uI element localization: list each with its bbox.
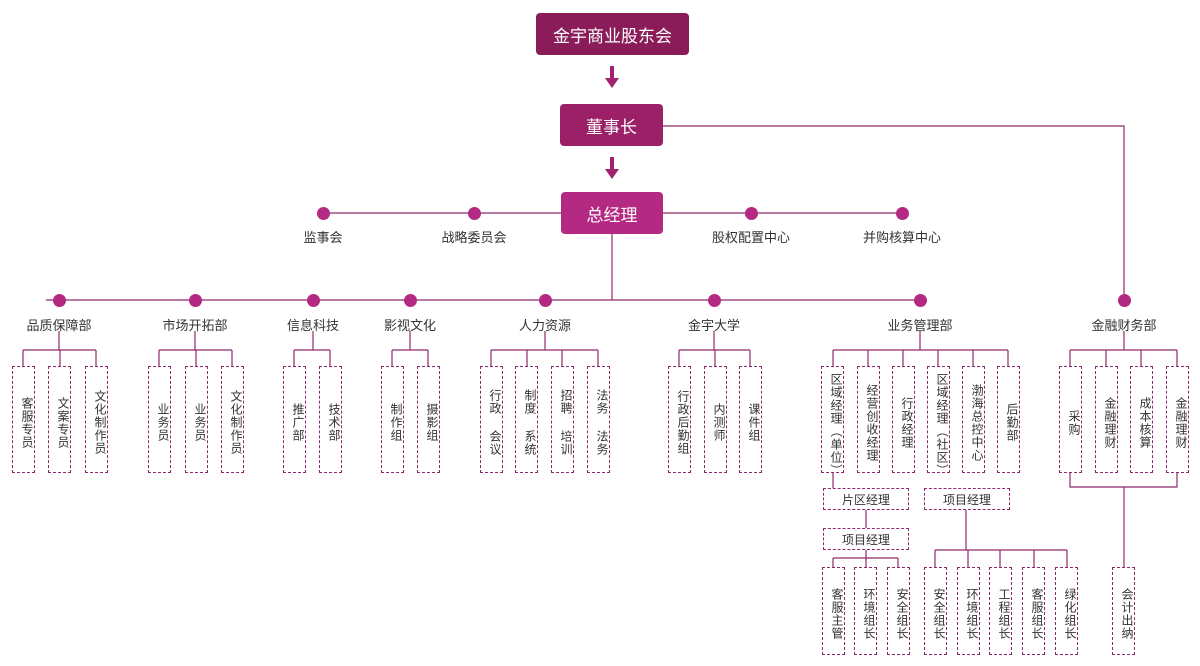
arrow-stem-1: [610, 66, 614, 78]
unit-box: 后勤部: [997, 366, 1020, 473]
chairman-box: 董事长: [560, 104, 663, 146]
unit-box: 课件组: [739, 366, 762, 473]
node-dot: [188, 293, 202, 307]
node-dot: [538, 293, 552, 307]
team-box: 环境组长: [957, 567, 980, 655]
team-box: 环境组长: [854, 567, 877, 655]
dept-quality: 品质保障部: [26, 319, 92, 334]
unit-box: 制度 系统: [515, 366, 538, 473]
dept-business: 业务管理部: [887, 319, 953, 334]
unit-box: 成本核算: [1130, 366, 1153, 473]
dept-hr: 人力资源: [518, 319, 572, 334]
unit-box: 摄影组: [417, 366, 440, 473]
unit-box: 技术部: [319, 366, 342, 473]
arrow-down-icon: [605, 78, 619, 88]
side-label-supervisory: 监事会: [303, 231, 343, 246]
shareholders-box: 金宇商业股东会: [536, 13, 689, 55]
team-box: 安全组长: [924, 567, 947, 655]
team-box: 客服组长: [1022, 567, 1045, 655]
node-dot: [467, 206, 481, 220]
unit-box: 客服专员: [12, 366, 35, 473]
team-box: 安全组长: [887, 567, 910, 655]
general-manager-box: 总经理: [561, 192, 663, 234]
unit-box: 区域经理（单位）: [821, 366, 844, 477]
side-label-merger: 并购核算中心: [862, 231, 942, 246]
arrow-stem-2: [610, 157, 614, 169]
team-box: 客服主管: [822, 567, 845, 655]
node-dot: [316, 206, 330, 220]
dept-finance: 金融财务部: [1091, 319, 1157, 334]
area-manager-box: 片区经理: [823, 488, 909, 510]
project-manager-right-box: 项目经理: [924, 488, 1010, 510]
arrow-down-icon: [605, 169, 619, 179]
dept-film: 影视文化: [383, 319, 437, 334]
unit-box: 业务员: [185, 366, 208, 473]
node-dot: [306, 293, 320, 307]
accounting-box: 会计出纳: [1112, 567, 1135, 655]
side-label-equity: 股权配置中心: [711, 231, 791, 246]
unit-box: 区域经理（社区）: [927, 366, 950, 477]
side-label-strategy: 战略委员会: [441, 231, 507, 246]
unit-box: 金融理财: [1095, 366, 1118, 473]
team-box: 工程组长: [989, 567, 1012, 655]
dept-it: 信息科技: [286, 319, 340, 334]
unit-box: 推广部: [283, 366, 306, 473]
unit-box: 文化制作员: [85, 366, 108, 473]
unit-box: 渤海总控中心: [962, 366, 985, 473]
unit-box: 行政后勤组: [668, 366, 691, 473]
unit-box: 金融理财: [1166, 366, 1189, 473]
node-dot: [52, 293, 66, 307]
unit-box: 内测师: [704, 366, 727, 473]
unit-box: 采购: [1059, 366, 1082, 473]
node-dot: [707, 293, 721, 307]
unit-box: 行政 会议: [480, 366, 503, 473]
unit-box: 法务 法务: [587, 366, 610, 473]
node-dot: [744, 206, 758, 220]
unit-box: 文案专员: [48, 366, 71, 473]
node-dot: [913, 293, 927, 307]
dept-university: 金宇大学: [687, 319, 741, 334]
dept-market: 市场开拓部: [162, 319, 228, 334]
unit-box: 行政经理: [892, 366, 915, 473]
node-dot: [1117, 293, 1131, 307]
unit-box: 经营创收经理: [857, 366, 880, 473]
unit-box: 文化制作员: [221, 366, 244, 473]
unit-box: 业务员: [148, 366, 171, 473]
node-dot: [403, 293, 417, 307]
node-dot: [895, 206, 909, 220]
project-manager-left-box: 项目经理: [823, 528, 909, 550]
unit-box: 制作组: [381, 366, 404, 473]
unit-box: 招聘 培训: [551, 366, 574, 473]
team-box: 绿化组长: [1055, 567, 1078, 655]
